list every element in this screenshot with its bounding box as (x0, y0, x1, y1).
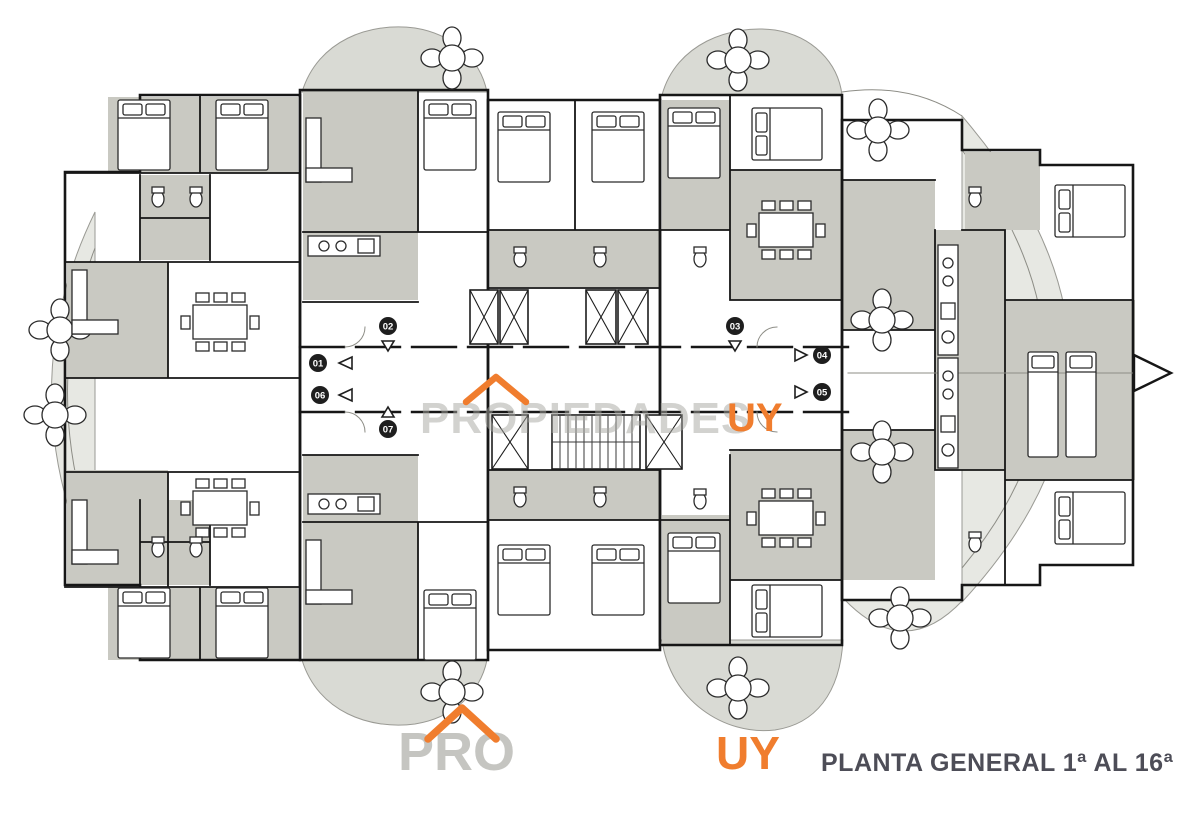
door-marker-icon (727, 340, 743, 353)
bed-icon (497, 111, 551, 183)
unit-number: 06 (315, 391, 326, 402)
left-center-partitions (302, 89, 489, 661)
toilet-icon (189, 536, 203, 558)
round-table-icon (868, 586, 932, 650)
bed-icon (215, 587, 269, 659)
unit-number: 07 (383, 425, 394, 436)
vertical-core (469, 289, 683, 470)
door-marker-icon (380, 405, 396, 418)
unit-badge-02: 02 (379, 317, 397, 335)
room-area (303, 92, 418, 232)
toilet-icon (968, 186, 982, 208)
toilet-icon (151, 536, 165, 558)
unit-badge-03: 03 (726, 317, 744, 335)
watermark-roof-icon (424, 704, 500, 743)
toilet-icon (968, 531, 982, 553)
watermark-uy-text: UY (716, 727, 780, 779)
door-marker-icon (337, 387, 353, 403)
bed-icon (117, 99, 171, 171)
right-wing-outline (840, 118, 1135, 602)
bed-icon (423, 589, 477, 661)
bed-icon (591, 544, 645, 616)
door-marker-icon (337, 355, 353, 371)
stair-treads (552, 415, 640, 469)
kitchen-counter-icon (307, 235, 381, 257)
unit-badge-06: 06 (311, 386, 329, 404)
unit-number: 01 (313, 359, 324, 370)
watermark-roof-icon (462, 373, 530, 406)
toilet-icon (693, 246, 707, 268)
round-table-icon (846, 98, 910, 162)
toilet-icon (693, 488, 707, 510)
direction-arrow-icon (1132, 353, 1174, 393)
kitchen-counter-icon (937, 357, 959, 469)
center-right-partitions (659, 94, 843, 646)
dining-table-icon (180, 292, 260, 352)
interior-walls (64, 89, 1134, 661)
bed-icon (215, 99, 269, 171)
bed-icon (117, 587, 171, 659)
toilet-icon (593, 246, 607, 268)
unit-badge-04: 04 (813, 346, 831, 364)
bed-icon (751, 584, 823, 638)
unit-badge-07: 07 (379, 420, 397, 438)
elevator-x-marks (469, 289, 683, 470)
toilet-icon (151, 186, 165, 208)
bed-icon (1027, 351, 1059, 458)
bed-icon (591, 111, 645, 183)
left-center-block-outline (298, 88, 490, 662)
plan-title: PLANTA GENERAL 1ª AL 16ª (821, 749, 1174, 777)
door-swings (344, 326, 778, 433)
unit-badge-01: 01 (309, 354, 327, 372)
bed-icon (1054, 491, 1126, 545)
bed-icon (667, 532, 721, 604)
unit-number: 03 (730, 322, 741, 333)
center-block-outline (486, 98, 662, 652)
unit-number: 04 (817, 351, 828, 362)
unit-badge-05: 05 (813, 383, 831, 401)
center-partitions (487, 99, 661, 521)
watermark-uy-text: UY (727, 396, 783, 440)
toilet-icon (593, 486, 607, 508)
unit-number: 02 (383, 322, 394, 333)
door-marker-icon (794, 347, 809, 363)
unit-number: 05 (817, 388, 828, 399)
left-wing-partitions (64, 94, 301, 661)
corridor-markers: 01 02 03 04 05 06 07 (309, 317, 1174, 438)
toilet-icon (513, 246, 527, 268)
door-marker-icon (794, 384, 809, 400)
bed-icon (1065, 351, 1097, 458)
terrace-top-left (301, 26, 488, 93)
watermark-brand-partial: PRO (398, 722, 515, 782)
kitchen-counter-icon (307, 493, 381, 515)
bed-icon (497, 544, 551, 616)
bed-icon (1054, 184, 1126, 238)
bed-icon (423, 99, 477, 171)
door-marker-icon (380, 340, 396, 353)
bed-icon (751, 107, 823, 161)
watermarks: PROPIEDADES UY PRO UY (398, 373, 783, 782)
bed-icon (667, 107, 721, 179)
toilet-icon (189, 186, 203, 208)
toilet-icon (513, 486, 527, 508)
kitchen-counter-icon (937, 244, 959, 356)
watermark-brand-text: PROPIEDADES (420, 394, 751, 443)
